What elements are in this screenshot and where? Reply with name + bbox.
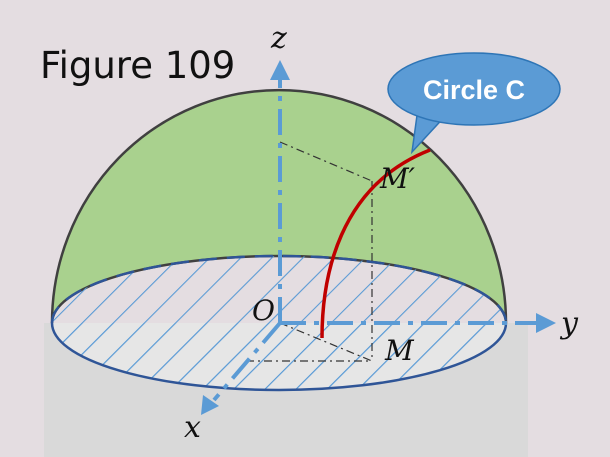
construction-lines	[246, 141, 373, 362]
callout-label: Circle C	[423, 75, 525, 105]
y-axis-arrow	[536, 313, 556, 333]
origin-label: O	[252, 294, 275, 327]
x-axis	[212, 321, 282, 402]
x-axis-arrow	[201, 395, 219, 415]
x-axis-label: x	[184, 410, 201, 445]
axes	[212, 80, 536, 402]
circle-c-curve	[320, 148, 431, 339]
figure-title: Figure 109	[40, 44, 235, 87]
m-prime-label: M′	[379, 162, 416, 195]
y-axis-label: y	[559, 306, 579, 341]
base-back-rim	[50, 254, 508, 324]
m-label: M	[384, 334, 415, 367]
callout-bubble	[387, 52, 561, 126]
z-axis-arrow	[270, 60, 290, 80]
base-front-rim	[50, 322, 508, 392]
z-axis-label: z	[270, 21, 287, 56]
